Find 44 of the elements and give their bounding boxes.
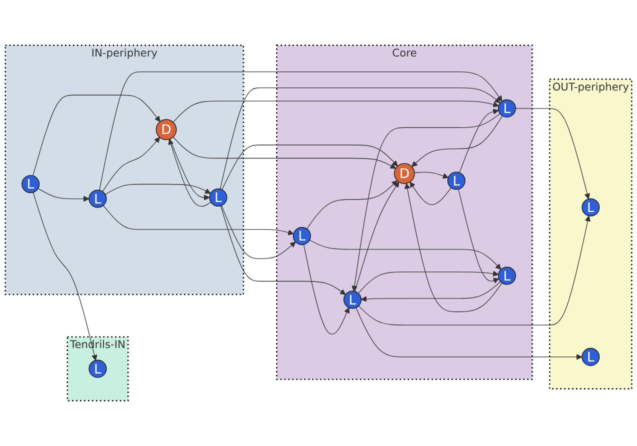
- arrow: [303, 244, 350, 334]
- node-circle: D: [156, 119, 177, 140]
- arrow: [102, 137, 160, 192]
- arrow: [309, 240, 502, 270]
- arrow: [414, 172, 449, 179]
- arrow: [358, 216, 591, 326]
- arrow: [32, 192, 98, 361]
- arrow: [458, 188, 500, 284]
- node-circle: L: [498, 266, 516, 285]
- arrow: [515, 108, 590, 200]
- arrow: [102, 205, 294, 236]
- arrow: [220, 87, 500, 190]
- arrow: [410, 182, 452, 205]
- arrow: [38, 188, 90, 202]
- arrow: [222, 144, 398, 190]
- arrow: [354, 182, 400, 292]
- arrow: [104, 184, 211, 195]
- arrow: [358, 270, 499, 294]
- arrow: [356, 307, 582, 360]
- arrow: [170, 138, 210, 200]
- arrow: [172, 136, 396, 169]
- arrow: [168, 138, 212, 207]
- node-circle: L: [209, 188, 228, 207]
- arrow: [352, 113, 500, 292]
- node-circle: L: [343, 290, 362, 309]
- node-circle: L: [88, 360, 107, 378]
- node-circle: L: [447, 172, 466, 190]
- node-circle: L: [88, 190, 107, 208]
- node-circle: L: [582, 348, 600, 366]
- arrow: [412, 115, 503, 167]
- arrow: [172, 100, 499, 123]
- node-circle: L: [582, 198, 600, 216]
- arrow: [32, 94, 160, 176]
- node-circle: L: [498, 99, 516, 118]
- arrow: [360, 281, 501, 302]
- node-circle: D: [394, 163, 415, 184]
- arrow: [99, 72, 502, 191]
- arrow: [306, 180, 398, 230]
- arrow: [220, 205, 346, 295]
- arrow: [404, 183, 502, 312]
- arrow: [221, 205, 296, 259]
- node-circle: L: [22, 175, 40, 194]
- arrow: [459, 108, 499, 173]
- node-circle: L: [292, 227, 311, 246]
